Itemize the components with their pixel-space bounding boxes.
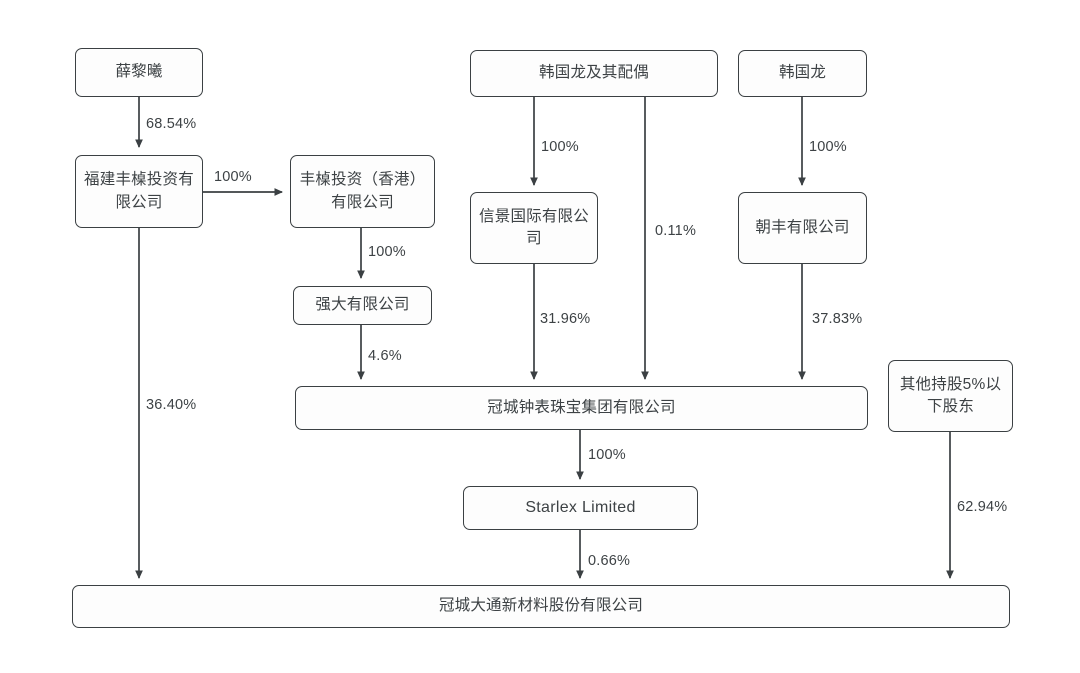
node-han-guolong[interactable]: 韩国龙: [738, 50, 867, 97]
node-starlex-limited[interactable]: Starlex Limited: [463, 486, 698, 530]
node-label: 丰槕投资（香港）有限公司: [299, 171, 426, 211]
edge-label-group-to-starlex-100-percent: 100%: [588, 447, 626, 463]
edge-label-62-94-percent: 62.94%: [957, 499, 1008, 515]
node-han-guolong-and-spouse[interactable]: 韩国龙及其配偶: [470, 50, 718, 97]
node-qiangda-limited[interactable]: 强大有限公司: [293, 286, 432, 325]
node-label: 韩国龙: [778, 64, 827, 82]
node-label: 韩国龙及其配偶: [539, 64, 649, 82]
edge-label-36-40-percent: 36.40%: [146, 397, 197, 413]
edge-label-0-11-percent: 0.11%: [655, 223, 697, 239]
node-xinjing-international[interactable]: 信景国际有限公司: [470, 192, 598, 264]
node-label: 冠城大通新材料股份有限公司: [438, 597, 644, 615]
node-label: 冠城钟表珠宝集团有限公司: [487, 398, 676, 416]
edge-label-fujian-to-hk-100-percent: 100%: [214, 169, 252, 185]
edge-label-31-96-percent: 31.96%: [540, 311, 591, 327]
node-other-shareholders-under-5-percent[interactable]: 其他持股5%以下股东: [888, 360, 1013, 432]
node-label: 其他持股5%以下股东: [899, 375, 1002, 415]
node-label: 福建丰槕投资有限公司: [84, 171, 194, 211]
edge-label-0-66-percent: 0.66%: [588, 553, 631, 569]
node-label: 强大有限公司: [315, 296, 410, 314]
edge-label-37-83-percent: 37.83%: [812, 311, 863, 327]
edge-label-4-6-percent: 4.6%: [368, 348, 402, 364]
node-label: 薛黎曦: [115, 63, 163, 81]
node-xue-lixi[interactable]: 薛黎曦: [75, 48, 203, 97]
edge-label-han-to-chaofeng-100-percent: 100%: [809, 139, 847, 155]
node-guancheng-datong-new-materials[interactable]: 冠城大通新材料股份有限公司: [72, 585, 1010, 628]
node-label: 朝丰有限公司: [755, 218, 850, 236]
node-fengrong-investment-hongkong[interactable]: 丰槕投资（香港）有限公司: [290, 155, 435, 228]
node-guancheng-watch-jewelry-group[interactable]: 冠城钟表珠宝集团有限公司: [295, 386, 868, 430]
edge-label-68-54-percent: 68.54%: [146, 116, 197, 132]
node-label: 信景国际有限公司: [479, 207, 589, 247]
node-label: Starlex Limited: [525, 499, 636, 517]
edge-label-hanspouse-to-xinjing-100-percent: 100%: [541, 139, 579, 155]
node-chaofeng-limited[interactable]: 朝丰有限公司: [738, 192, 867, 264]
edge-label-hk-to-qiangda-100-percent: 100%: [368, 244, 406, 260]
node-fujian-fengrong-investment[interactable]: 福建丰槕投资有限公司: [75, 155, 203, 228]
